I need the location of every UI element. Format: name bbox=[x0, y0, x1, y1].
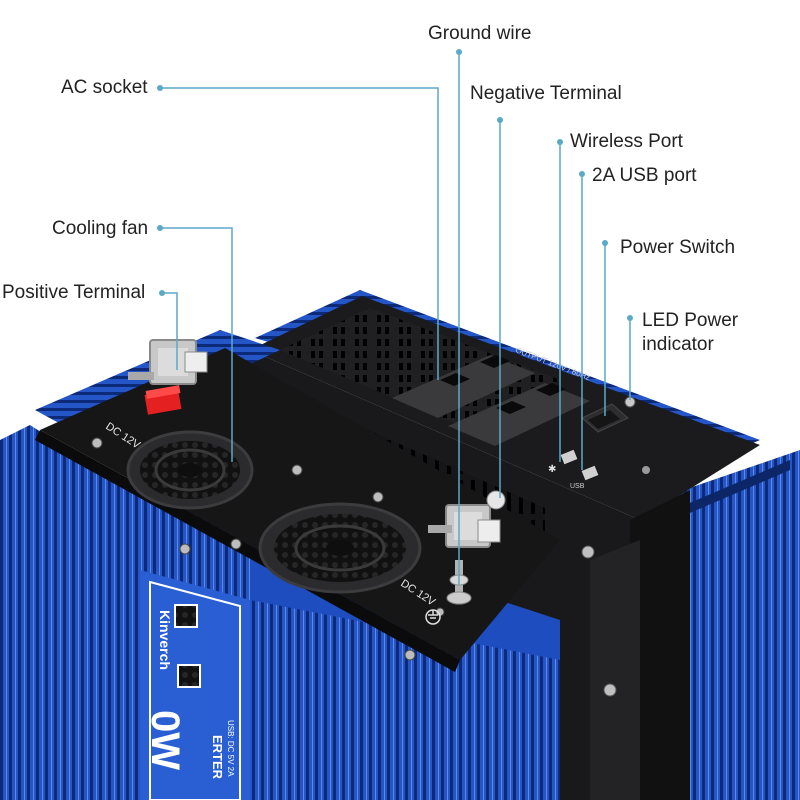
callout-usb-port: 2A USB port bbox=[592, 165, 697, 186]
callout-negative-terminal: Negative Terminal bbox=[470, 83, 622, 104]
front-heatsink-fins bbox=[250, 600, 560, 800]
callout-led-line2: indicator bbox=[642, 334, 714, 355]
front-housing bbox=[0, 330, 560, 800]
callout-cooling-fan: Cooling fan bbox=[52, 218, 149, 239]
left-heatsink-fins bbox=[0, 425, 100, 800]
callout-positive-terminal: Positive Terminal bbox=[2, 282, 146, 303]
bluetooth-icon: ✱ bbox=[548, 464, 556, 475]
top-vents bbox=[280, 308, 560, 430]
cooling-fan bbox=[258, 502, 422, 594]
callout-led-power-indicator: LED Power indicator bbox=[642, 309, 782, 357]
callout-led-line1: LED Power bbox=[642, 310, 739, 331]
usb-port[interactable] bbox=[560, 449, 599, 481]
positive-terminal[interactable] bbox=[128, 339, 208, 415]
callout-lines bbox=[160, 52, 631, 585]
panel-screw bbox=[603, 683, 617, 697]
ground-symbol-icon bbox=[425, 609, 441, 625]
usb-spec-text: USB: DC 5V 2A bbox=[226, 720, 235, 777]
cooling-fan bbox=[126, 430, 254, 510]
callout-dots bbox=[157, 49, 633, 321]
callout-ac-socket: AC socket bbox=[61, 77, 148, 98]
front-top-panel bbox=[40, 348, 560, 660]
callout-ground-wire: Ground wire bbox=[428, 23, 532, 44]
qr-code bbox=[177, 664, 201, 688]
callout-power-switch: Power Switch bbox=[620, 237, 736, 258]
callout-wireless-port: Wireless Port bbox=[570, 131, 683, 152]
inverter-text: ERTER bbox=[210, 735, 225, 780]
power-rating: 0W bbox=[143, 710, 187, 770]
panel-screw bbox=[581, 545, 595, 559]
usb-label: USB bbox=[570, 483, 585, 490]
qr-code bbox=[174, 604, 198, 628]
brand-logo: Kinverch bbox=[157, 610, 173, 670]
power-switch[interactable] bbox=[581, 403, 629, 433]
